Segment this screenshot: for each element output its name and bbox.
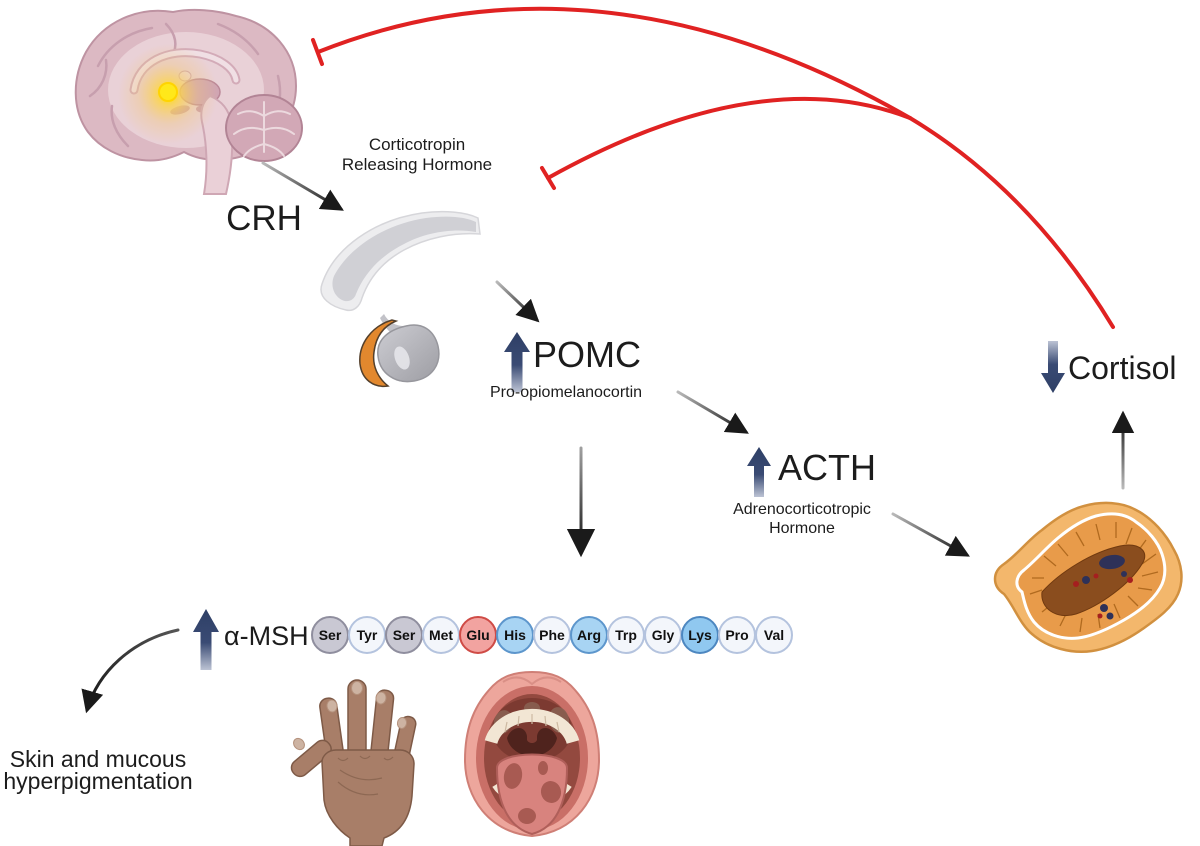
hyperpigmentation-label: Skin and mucous hyperpigmentation bbox=[3, 746, 193, 794]
up-arrow-acth bbox=[747, 447, 771, 497]
inhibition-line-to-hypothalamus bbox=[316, 6, 912, 120]
cortisol-label: Cortisol bbox=[1068, 350, 1177, 386]
residue-lys: Lys bbox=[681, 616, 719, 654]
residue-tyr: Tyr bbox=[348, 616, 386, 654]
residue-gly: Gly bbox=[644, 616, 682, 654]
pituitary-illustration bbox=[320, 210, 481, 388]
amsh-label: α-MSH bbox=[224, 621, 309, 651]
pomc-full-name: Pro-opiomelanocortin bbox=[489, 384, 643, 401]
residue-phe: Phe bbox=[533, 616, 571, 654]
inhibition-line-to-pituitary bbox=[546, 96, 912, 180]
cerebellum bbox=[225, 94, 303, 162]
arrow-acth-to-adrenal bbox=[891, 512, 970, 557]
inhibition-stem-from-cortisol bbox=[908, 116, 1115, 329]
residue-his: His bbox=[496, 616, 534, 654]
acth-full-name: Adrenocorticotropic Hormone bbox=[733, 500, 871, 538]
pathway-arrows bbox=[81, 161, 1135, 714]
acth-label: ACTH bbox=[778, 447, 876, 488]
acth-full-line1: Adrenocorticotropic bbox=[733, 501, 871, 518]
arrow-amsh-to-skin bbox=[81, 628, 180, 714]
level-change-arrows bbox=[193, 332, 1065, 670]
pituitary-posterior-lobe bbox=[377, 324, 440, 383]
crh-label: CRH bbox=[226, 199, 302, 238]
crh-full-line2: Releasing Hormone bbox=[341, 155, 493, 174]
residue-glu: Glu bbox=[459, 616, 497, 654]
residue-trp: Trp bbox=[607, 616, 645, 654]
up-arrow-pomc bbox=[504, 332, 530, 392]
adrenal-gland-illustration bbox=[993, 501, 1183, 653]
inhibition-tbar-hypothalamus bbox=[311, 38, 324, 66]
residue-ser: Ser bbox=[385, 616, 423, 654]
hypothalamus-highlight bbox=[158, 82, 178, 102]
inhibition-tbar-pituitary bbox=[540, 166, 556, 190]
hand-illustration bbox=[290, 679, 417, 846]
residue-arg: Arg bbox=[570, 616, 608, 654]
arrow-pomc-to-acth bbox=[676, 390, 749, 434]
arrow-pituitary-to-pomc bbox=[495, 280, 540, 323]
adrenal-striations bbox=[1029, 522, 1159, 633]
throat bbox=[507, 727, 557, 756]
brain-illustration bbox=[74, 8, 303, 195]
down-arrow-cortisol bbox=[1041, 341, 1065, 393]
skin-line1: Skin and mucous bbox=[9, 746, 187, 772]
up-arrow-amsh bbox=[193, 609, 219, 670]
residue-met: Met bbox=[422, 616, 460, 654]
crh-full-line1: Corticotropin bbox=[368, 135, 466, 154]
residue-ser: Ser bbox=[311, 616, 349, 654]
skin-line2: hyperpigmentation bbox=[3, 768, 193, 794]
acth-full-line2: Hormone bbox=[769, 520, 835, 537]
residue-val: Val bbox=[755, 616, 793, 654]
crh-full-name: Corticotropin Releasing Hormone bbox=[342, 135, 492, 175]
pituitary-anterior-lobe bbox=[359, 319, 399, 388]
mouth-illustration bbox=[463, 670, 601, 838]
pomc-label: POMC bbox=[533, 334, 641, 375]
arrow-brain-to-pituitary bbox=[261, 161, 344, 211]
negative-feedback-lines bbox=[311, 6, 1115, 329]
residue-pro: Pro bbox=[718, 616, 756, 654]
